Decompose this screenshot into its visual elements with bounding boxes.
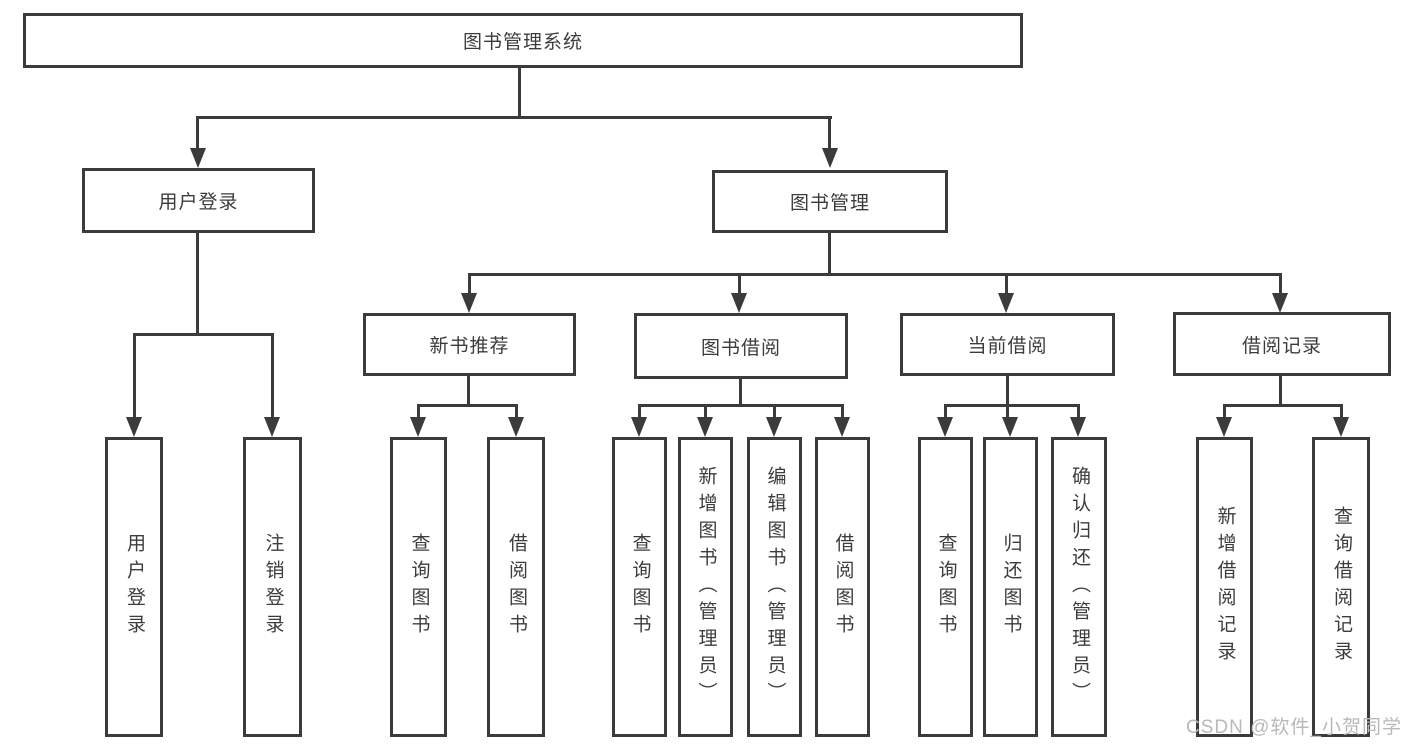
connector-new-book-hline	[417, 404, 518, 407]
connector-root-stem	[518, 68, 521, 119]
arrowhead-down-icon	[508, 417, 524, 437]
connector-borrow-record-stem	[1279, 376, 1282, 407]
leaf-cb-return-books-label: 归还图书	[1000, 533, 1022, 641]
node-book-management: 图书管理	[712, 170, 948, 233]
node-root: 图书管理系统	[23, 13, 1023, 68]
connector-user-login-stem	[196, 233, 199, 336]
leaf-cb-return-books: 归还图书	[983, 437, 1038, 737]
csdn-watermark: CSDN @软件_小贺同学	[1186, 717, 1402, 738]
connector-bb-query-drop	[638, 404, 641, 421]
arrowhead-down-icon	[1333, 417, 1349, 437]
leaf-br-query-record-label: 查询借阅记录	[1330, 506, 1352, 668]
leaf-cb-query-books-label: 查询图书	[935, 533, 957, 641]
node-borrowing-records: 借阅记录	[1173, 312, 1391, 376]
arrowhead-down-icon	[1216, 417, 1232, 437]
node-new-book-recommend: 新书推荐	[363, 313, 576, 376]
connector-br-add-drop	[1223, 404, 1226, 421]
connector-cb-confirm-drop	[1077, 404, 1080, 421]
node-book-management-label: 图书管理	[789, 193, 870, 214]
node-user-login-label: 用户登录	[158, 192, 239, 213]
connector-bb-borrow-drop	[841, 404, 844, 421]
leaf-bb-add-books-admin: 新增图书（管理员）	[678, 437, 733, 737]
connector-borrow-record-hline	[1223, 404, 1343, 407]
arrowhead-down-icon	[461, 293, 477, 313]
arrowhead-down-icon	[937, 417, 953, 437]
node-borrowing-records-label: 借阅记录	[1241, 335, 1322, 357]
connector-level3-hline	[468, 273, 1282, 276]
node-new-book-recommend-label: 新书推荐	[429, 336, 510, 357]
connector-new-book-drop	[468, 273, 471, 298]
connector-borrow-record-drop	[1279, 273, 1282, 298]
arrowhead-down-icon	[731, 293, 747, 313]
node-book-borrowing-label: 图书借阅	[700, 337, 781, 359]
leaf-logout-label: 注销登录	[262, 533, 284, 641]
arrowhead-down-icon	[766, 417, 782, 437]
leaf-nb-borrow-books: 借阅图书	[487, 437, 545, 737]
node-current-borrowing-label: 当前借阅	[967, 336, 1048, 357]
leaf-logout: 注销登录	[243, 437, 302, 737]
node-root-label: 图书管理系统	[462, 32, 583, 53]
connector-cb-return-drop	[1006, 404, 1009, 421]
leaf-br-query-record: 查询借阅记录	[1312, 437, 1370, 737]
connector-current-borrow-hline	[944, 404, 1080, 407]
leaf-cb-confirm-return-admin-label: 确认归还（管理员）	[1068, 465, 1090, 709]
arrowhead-down-icon	[126, 417, 142, 437]
arrowhead-down-icon	[631, 417, 647, 437]
connector-book-borrow-stem	[739, 379, 742, 407]
leaf-nb-query-books: 查询图书	[390, 437, 447, 737]
leaf-cb-query-books: 查询图书	[918, 437, 973, 737]
connector-bb-add-drop	[704, 404, 707, 421]
connector-nb-borrow-drop	[515, 404, 518, 421]
leaf-bb-borrow-books-label: 借阅图书	[832, 533, 854, 641]
connector-br-query-drop	[1340, 404, 1343, 421]
connector-current-borrow-stem	[1006, 376, 1009, 407]
arrowhead-down-icon	[1070, 417, 1086, 437]
leaf-nb-borrow-books-label: 借阅图书	[505, 533, 527, 641]
arrowhead-down-icon	[822, 148, 838, 168]
arrowhead-down-icon	[264, 417, 280, 437]
connector-cb-query-drop	[944, 404, 947, 421]
arrowhead-down-icon	[697, 417, 713, 437]
leaf-nb-query-books-label: 查询图书	[408, 533, 430, 641]
node-current-borrowing: 当前借阅	[900, 313, 1115, 376]
leaf-bb-edit-books-admin-label: 编辑图书（管理员）	[764, 465, 786, 709]
leaf-user-login-label: 用户登录	[123, 533, 145, 641]
arrowhead-down-icon	[1272, 293, 1288, 313]
connector-user-login-drop	[196, 116, 199, 152]
leaf-bb-edit-books-admin: 编辑图书（管理员）	[747, 437, 802, 737]
connector-leaf-logout-drop	[271, 333, 274, 421]
connector-user-login-hline	[133, 333, 274, 336]
leaf-cb-confirm-return-admin: 确认归还（管理员）	[1051, 437, 1107, 737]
leaf-user-login: 用户登录	[105, 437, 163, 737]
connector-book-mgmt-drop	[828, 116, 831, 152]
leaf-bb-query-books: 查询图书	[612, 437, 667, 737]
leaf-bb-query-books-label: 查询图书	[629, 533, 651, 641]
connector-current-borrow-drop	[1005, 273, 1008, 298]
arrowhead-down-icon	[998, 293, 1014, 313]
node-book-borrowing: 图书借阅	[634, 313, 848, 379]
leaf-bb-add-books-admin-label: 新增图书（管理员）	[695, 465, 717, 709]
leaf-br-add-record: 新增借阅记录	[1196, 437, 1253, 737]
arrowhead-down-icon	[1002, 417, 1018, 437]
arrowhead-down-icon	[834, 417, 850, 437]
arrowhead-down-icon	[410, 417, 426, 437]
node-user-login: 用户登录	[82, 168, 315, 233]
connector-new-book-stem	[467, 376, 470, 407]
connector-leaf-user-login-drop	[133, 333, 136, 421]
leaf-bb-borrow-books: 借阅图书	[815, 437, 870, 737]
arrowhead-down-icon	[190, 148, 206, 168]
connector-book-mgmt-stem	[828, 233, 831, 276]
connector-bb-edit-drop	[773, 404, 776, 421]
leaf-br-add-record-label: 新增借阅记录	[1214, 506, 1236, 668]
connector-nb-query-drop	[417, 404, 420, 421]
connector-book-borrow-hline	[638, 404, 844, 407]
connector-level2-hline	[196, 116, 832, 119]
connector-book-borrow-drop	[738, 273, 741, 298]
